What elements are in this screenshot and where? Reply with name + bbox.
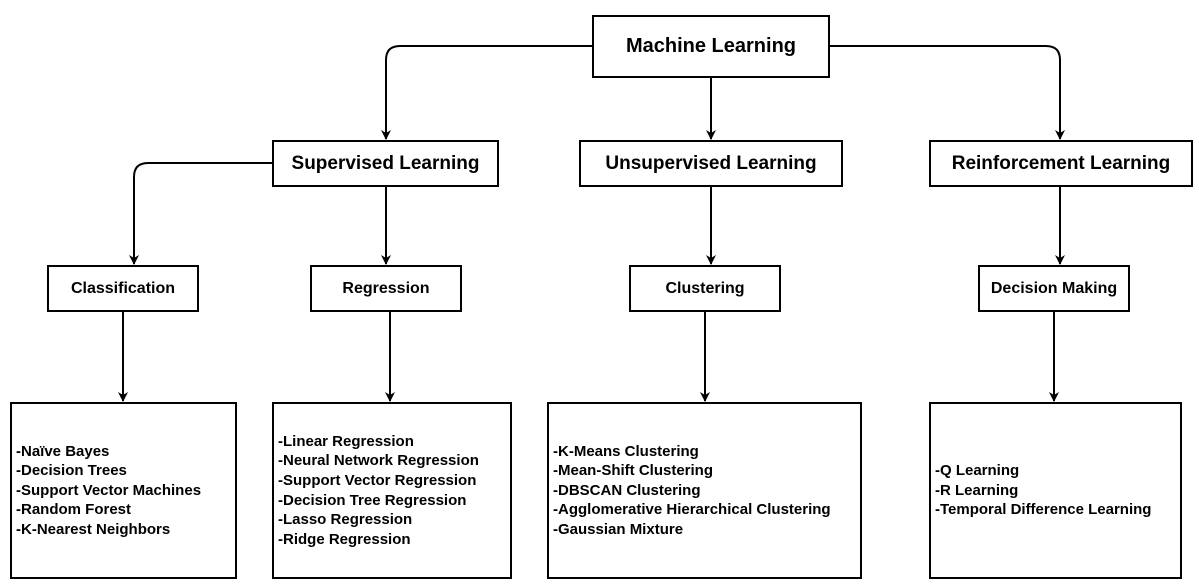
list-item: -Naïve Bayes <box>16 442 110 460</box>
list-item: -Agglomerative Hierarchical Clustering <box>553 501 831 519</box>
node-regression: Regression <box>310 265 462 312</box>
list-item: -Decision Trees <box>16 462 127 480</box>
list-item: -Support Vector Machines <box>16 481 202 499</box>
node-machine-learning: Machine Learning <box>592 15 830 78</box>
list-item: -DBSCAN Clustering <box>553 481 701 499</box>
node-reinforcement-learning: Reinforcement Learning <box>929 140 1193 187</box>
node-supervised-learning: Supervised Learning <box>272 140 499 187</box>
list-item: -Support Vector Regression <box>278 471 477 489</box>
list-clustering-algorithms: -K-Means Clustering -Mean-Shift Clusteri… <box>547 402 862 579</box>
list-item: -Ridge Regression <box>278 530 411 548</box>
edge-root-to-supervised <box>381 45 592 140</box>
node-unsupervised-learning: Unsupervised Learning <box>579 140 843 187</box>
edge-supervised-to-classification <box>129 162 273 265</box>
list-item: -Random Forest <box>16 501 132 519</box>
list-item: -Lasso Regression <box>278 511 413 529</box>
list-regression-algorithms: -Linear Regression -Neural Network Regre… <box>272 402 512 579</box>
list-item: -Q Learning <box>935 462 1020 480</box>
list-item: -Temporal Difference Learning <box>935 501 1152 519</box>
list-reinforcement-algorithms: -Q Learning -R Learning -Temporal Differ… <box>929 402 1182 579</box>
list-item: -K-Nearest Neighbors <box>16 520 171 538</box>
node-classification: Classification <box>47 265 199 312</box>
list-item: -Mean-Shift Clustering <box>553 462 713 480</box>
node-clustering: Clustering <box>629 265 781 312</box>
list-item: -R Learning <box>935 481 1019 499</box>
list-item: -Decision Tree Regression <box>278 491 467 509</box>
list-item: -Neural Network Regression <box>278 452 479 470</box>
list-classification-algorithms: -Naïve Bayes -Decision Trees -Support Ve… <box>10 402 237 579</box>
list-item: -Gaussian Mixture <box>553 520 684 538</box>
node-decision-making: Decision Making <box>978 265 1130 312</box>
edge-root-to-reinforcement <box>829 45 1065 140</box>
list-item: -K-Means Clustering <box>553 442 699 460</box>
list-item: -Linear Regression <box>278 432 414 450</box>
